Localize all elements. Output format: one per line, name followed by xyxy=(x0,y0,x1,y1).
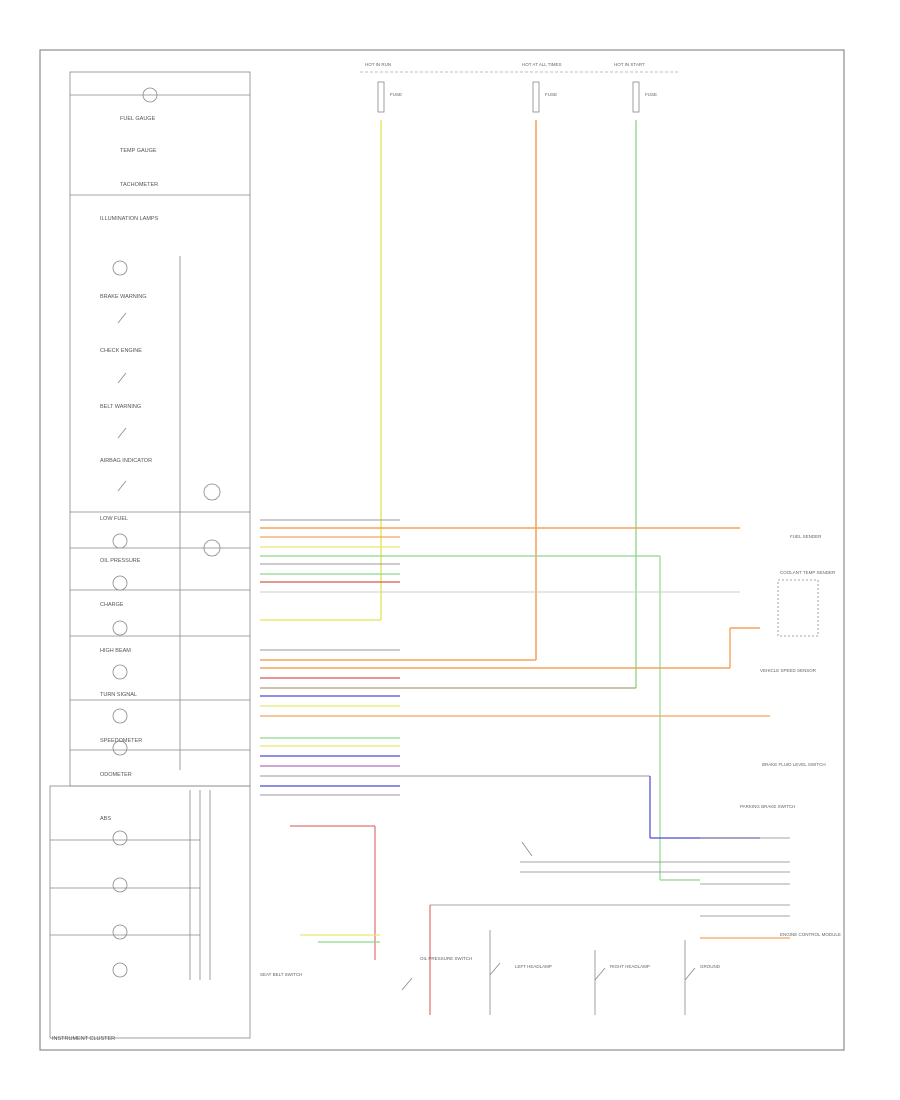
cluster-label: FUEL GAUGE xyxy=(120,116,156,122)
component-label: COOLANT TEMP SENDER xyxy=(780,570,836,575)
fuse-name: FUSE xyxy=(390,92,402,97)
cluster-label: ILLUMINATION LAMPS xyxy=(100,216,159,222)
cluster-label: SPEEDOMETER xyxy=(100,738,142,744)
component-label: RIGHT HEADLAMP xyxy=(610,964,650,969)
component-label: BRAKE FLUID LEVEL SWITCH xyxy=(762,762,826,767)
component-label: LEFT HEADLAMP xyxy=(515,964,552,969)
footer-label: INSTRUMENT CLUSTER xyxy=(52,1036,115,1042)
cluster-label: OIL PRESSURE xyxy=(100,558,141,564)
component-label: VEHICLE SPEED SENSOR xyxy=(760,668,817,673)
cluster-label: TACHOMETER xyxy=(120,182,158,188)
fuse-label: HOT IN START xyxy=(614,62,645,67)
bottom-switches: SEAT BELT SWITCH OIL PRESSURE SWITCH LEF… xyxy=(260,825,721,1015)
fuse-name: FUSE xyxy=(545,92,557,97)
component-label: ENGINE CONTROL MODULE xyxy=(780,932,841,937)
component-label: OIL PRESSURE SWITCH xyxy=(420,956,472,961)
fuse-label: HOT AT ALL TIMES xyxy=(522,62,562,67)
cluster-label: AIRBAG INDICATOR xyxy=(100,458,152,464)
cluster-label: BELT WARNING xyxy=(100,404,141,410)
diagram-border xyxy=(39,49,845,1051)
cluster-label: HIGH BEAM xyxy=(100,648,131,654)
component-label: FUEL SENDER xyxy=(790,534,822,539)
cluster-bulbs xyxy=(112,87,221,978)
cluster-label: LOW FUEL xyxy=(100,516,128,522)
cluster-labels: FUEL GAUGE TEMP GAUGE TACHOMETER ILLUMIN… xyxy=(100,116,159,822)
fuse-name: FUSE xyxy=(645,92,657,97)
cluster-label: ABS xyxy=(100,816,111,822)
component-label: SEAT BELT SWITCH xyxy=(260,972,302,977)
feed-wires xyxy=(260,120,637,689)
cluster-label: TURN SIGNAL xyxy=(100,692,137,698)
cluster-connector-wires xyxy=(260,519,770,881)
cluster-label: CHECK ENGINE xyxy=(100,348,142,354)
fuse-label: HOT IN RUN xyxy=(365,62,391,67)
component-label: PARKING BRAKE SWITCH xyxy=(740,804,795,809)
component-label: GROUND xyxy=(700,964,721,969)
cluster-label: TEMP GAUGE xyxy=(120,148,157,154)
cluster-label: BRAKE WARNING xyxy=(100,294,147,300)
fuse-block: HOT IN RUN HOT AT ALL TIMES HOT IN START… xyxy=(360,62,680,113)
cluster-label: CHARGE xyxy=(100,602,124,608)
cluster-label: ODOMETER xyxy=(100,772,132,778)
right-components: FUEL SENDER COOLANT TEMP SENDER VEHICLE … xyxy=(700,534,841,939)
